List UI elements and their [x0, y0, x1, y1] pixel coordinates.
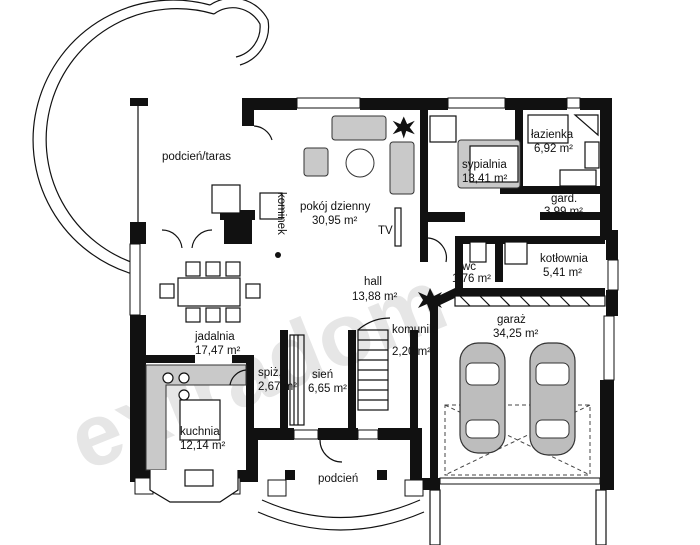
label-komunikacja: komunik.	[392, 324, 438, 336]
area-pokoj-dzienny: 30,95 m²	[312, 215, 358, 227]
label-garaz: garaż	[497, 314, 526, 326]
staircase	[357, 317, 391, 411]
label-tv: TV	[378, 225, 393, 237]
label-podcien: podcień	[318, 473, 358, 485]
label-pokoj-dzienny: pokój dzienny	[300, 201, 371, 213]
windows	[129, 97, 619, 497]
label-lazienka: łazienka	[531, 129, 574, 141]
label-podcien-taras: podcień/taras	[162, 151, 231, 163]
area-komunikacja: 2,20 m²	[392, 346, 431, 358]
door-swings	[161, 125, 448, 463]
label-sien: sień	[312, 369, 333, 381]
dining-furniture	[159, 261, 261, 323]
area-sypialnia: 13,41 m²	[462, 173, 508, 185]
label-gard: gard.	[551, 193, 577, 205]
area-jadalnia: 17,47 m²	[195, 345, 241, 357]
terrace-pergola	[32, 0, 270, 276]
label-kominek: kominek	[275, 192, 287, 235]
area-kuchnia: 12,14 m²	[180, 440, 226, 452]
garage-walls	[430, 288, 606, 480]
label-kotlownia: kotłownia	[540, 253, 589, 265]
bedroom-bath-fittings	[429, 114, 600, 265]
label-kuchnia: kuchnia	[180, 426, 220, 438]
label-sypialnia: sypialnia	[462, 159, 507, 171]
exterior-walls	[130, 98, 618, 490]
area-gard: 3,99 m²	[544, 206, 583, 218]
living-room-furniture	[211, 115, 415, 258]
kitchen-fittings	[145, 364, 247, 503]
area-sien: 6,65 m²	[308, 383, 347, 395]
pantry-shelves	[289, 334, 305, 426]
entrance-porch	[257, 470, 425, 531]
label-spiz: spiż.	[258, 367, 282, 379]
label-jadalnia: jadalnia	[194, 331, 235, 343]
right-porch-columns	[429, 489, 607, 545]
cars	[459, 342, 576, 456]
area-lazienka: 6,92 m²	[534, 143, 573, 155]
area-wc: 1,76 m²	[452, 273, 491, 285]
light-fixtures	[392, 116, 442, 312]
area-spiz: 2,67 m²	[258, 381, 297, 393]
area-kotlownia: 5,41 m²	[543, 267, 582, 279]
area-garaz: 34,25 m²	[493, 328, 539, 340]
room-labels: podcień/taras pokój dzienny 30,95 m² kom…	[162, 129, 589, 485]
label-wc: wc	[461, 261, 476, 273]
area-hall: 13,88 m²	[352, 291, 398, 303]
garage-door-tracks	[439, 404, 601, 485]
label-hall: hall	[364, 276, 382, 288]
